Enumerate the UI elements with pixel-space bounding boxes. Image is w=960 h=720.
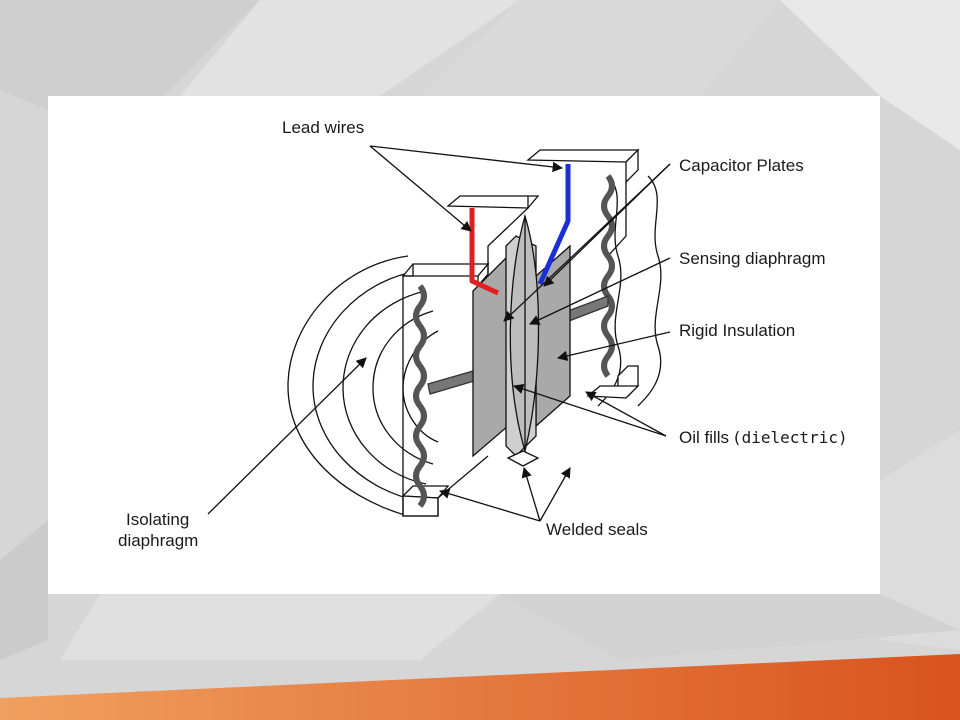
accent-band [0,654,960,720]
label-sensing-diaphragm: Sensing diaphragm [679,249,826,268]
lead-wire-red [469,208,500,296]
diagram-panel: Lead wires Capacitor Plates Sensing diap… [48,96,880,594]
label-isolating-diaphragm-line1: Isolating [126,510,190,529]
pressure-transmitter-diagram [207,145,671,522]
label-lead-wires: Lead wires [282,118,365,137]
label-oil-fills: Oil fills [679,428,730,447]
leader-lines [207,145,671,522]
lead-wire-blue [537,164,571,286]
isolating-diaphragm [413,284,427,508]
housing-top-block-left [401,263,490,277]
label-dielectric: (dielectric) [732,428,848,447]
welded-seal-base [506,450,540,467]
housing-top-block-right [526,149,640,163]
label-capacitor-plates: Capacitor Plates [679,156,804,175]
housing-outer [287,255,409,517]
label-welded-seals: Welded seals [546,520,648,539]
label-isolating-diaphragm-line2: diaphragm [118,531,199,550]
label-rigid-insulation: Rigid Insulation [679,321,796,340]
housing-top-block-mid [446,195,540,209]
housing-bottom-block-right [586,385,640,399]
